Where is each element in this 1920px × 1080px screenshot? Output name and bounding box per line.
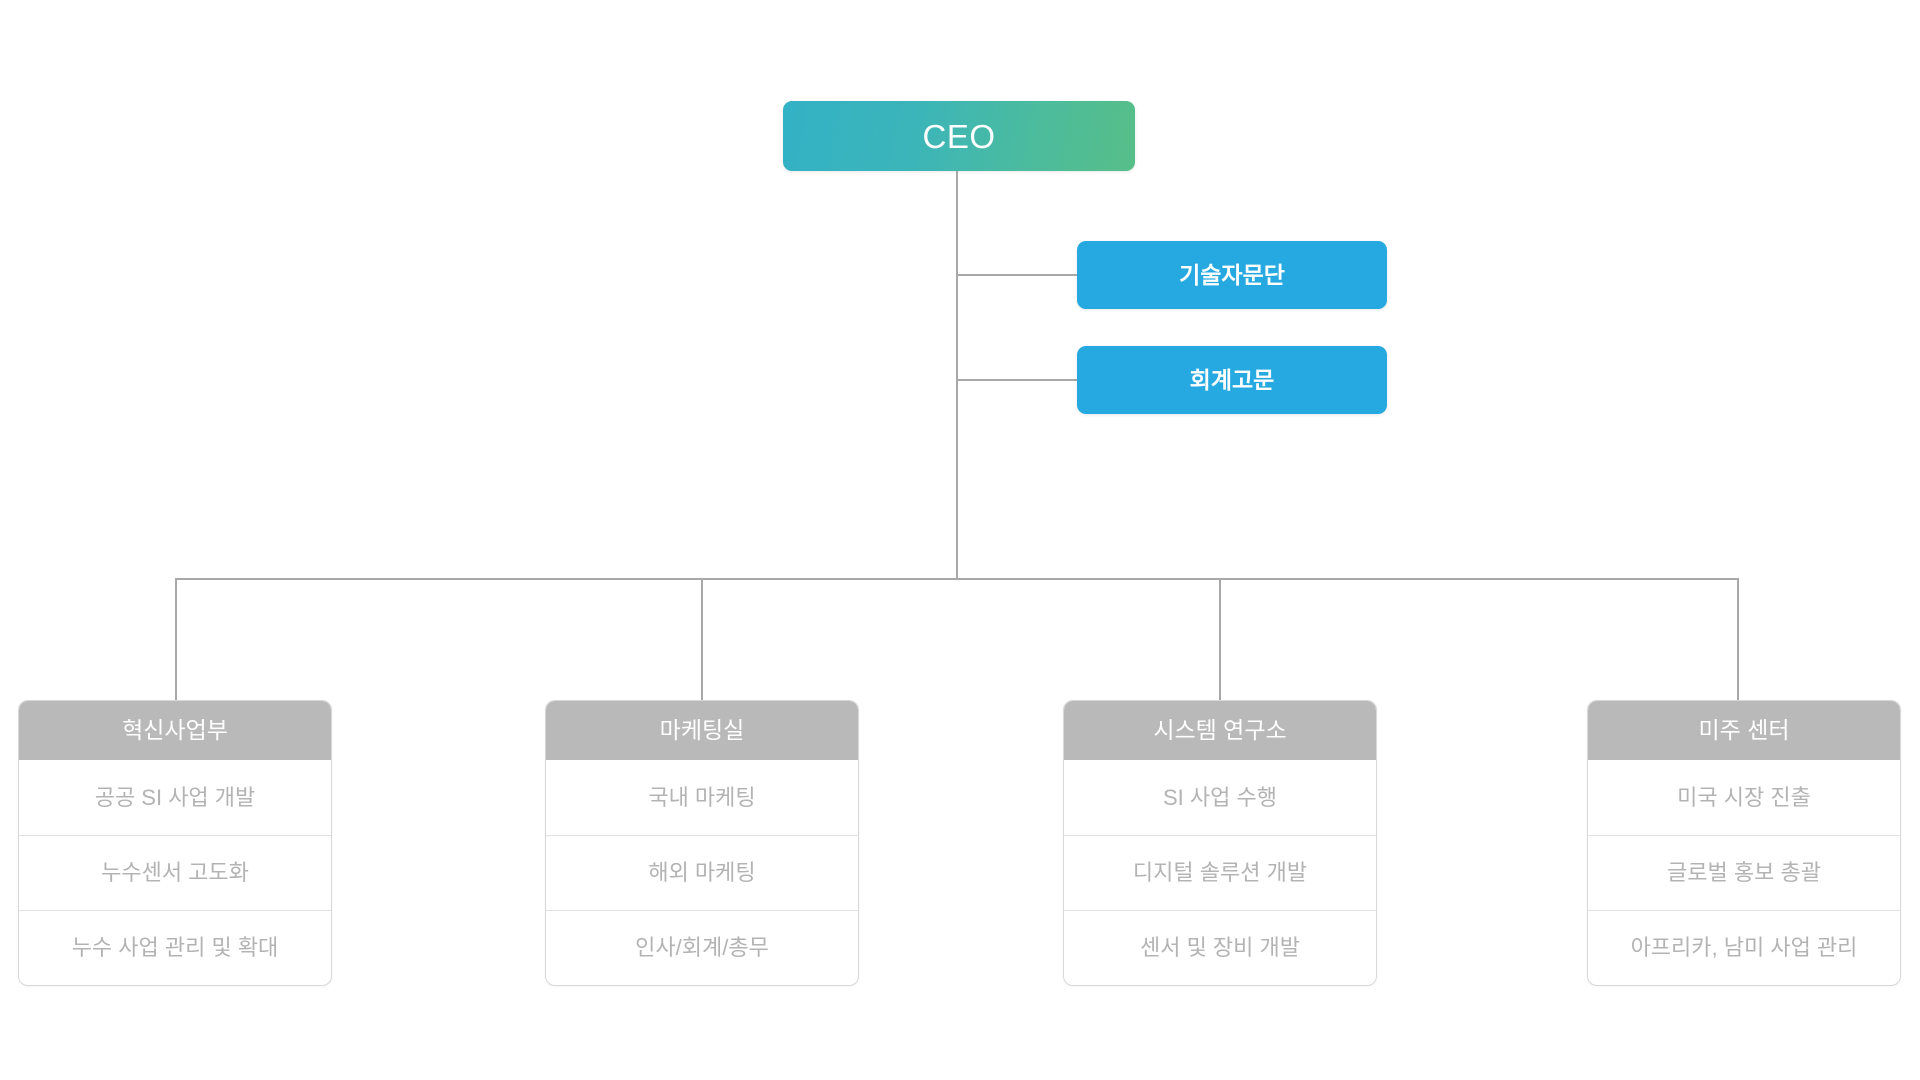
department-item-label: SI 사업 수행: [1163, 784, 1277, 810]
department-card-marketing-office[interactable]: 마케팅실 국내 마케팅 해외 마케팅 인사/회계/총무: [545, 700, 859, 986]
department-item[interactable]: SI 사업 수행: [1064, 760, 1376, 835]
department-item-label: 국내 마케팅: [648, 784, 756, 810]
department-item-label: 해외 마케팅: [648, 860, 756, 885]
connector-ceo-spine: [956, 171, 958, 579]
node-tech-advisory-label: 기술자문단: [1179, 261, 1285, 288]
department-header-label: 시스템 연구소: [1153, 717, 1287, 743]
department-card-systems-research-institute[interactable]: 시스템 연구소 SI 사업 수행 디지털 솔루션 개발 센서 및 장비 개발: [1063, 700, 1377, 986]
department-item[interactable]: 해외 마케팅: [546, 835, 858, 910]
node-ceo-label: CEO: [922, 117, 996, 155]
department-item[interactable]: 국내 마케팅: [546, 760, 858, 835]
department-item[interactable]: 공공 SI 사업 개발: [19, 760, 331, 835]
department-item[interactable]: 누수 사업 관리 및 확대: [19, 910, 331, 985]
department-item-list: 국내 마케팅 해외 마케팅 인사/회계/총무: [546, 760, 858, 985]
department-item-list: 미국 시장 진출 글로벌 홍보 총괄 아프리카, 남미 사업 관리: [1588, 760, 1900, 985]
connector-drop-marketing-office: [701, 578, 703, 700]
department-header-systems-research-institute: 시스템 연구소: [1064, 701, 1376, 760]
department-item-label: 센서 및 장비 개발: [1139, 935, 1301, 960]
department-item-label: 누수센서 고도화: [101, 860, 249, 885]
department-item-label: 글로벌 홍보 총괄: [1667, 860, 1821, 885]
node-accounting-advisor[interactable]: 회계고문: [1077, 346, 1387, 414]
department-card-innovation-division[interactable]: 혁신사업부 공공 SI 사업 개발 누수센서 고도화 누수 사업 관리 및 확대: [18, 700, 332, 986]
connector-ceo-to-tech-advisory: [956, 274, 1077, 276]
department-item[interactable]: 글로벌 홍보 총괄: [1588, 835, 1900, 910]
department-item[interactable]: 누수센서 고도화: [19, 835, 331, 910]
department-header-marketing-office: 마케팅실: [546, 701, 858, 760]
department-header-label: 미주 센터: [1698, 717, 1790, 743]
department-item-label: 누수 사업 관리 및 확대: [71, 935, 279, 960]
department-item-label: 아프리카, 남미 사업 관리: [1630, 935, 1858, 960]
connector-drop-systems-research-institute: [1219, 578, 1221, 700]
connector-drop-innovation-division: [175, 578, 177, 700]
department-item-label: 공공 SI 사업 개발: [94, 784, 256, 810]
connector-department-bus: [175, 578, 1739, 580]
connector-ceo-to-accounting-advisor: [956, 379, 1077, 381]
department-header-americas-center: 미주 센터: [1588, 701, 1900, 760]
department-header-label: 마케팅실: [659, 717, 745, 743]
department-item[interactable]: 미국 시장 진출: [1588, 760, 1900, 835]
department-card-americas-center[interactable]: 미주 센터 미국 시장 진출 글로벌 홍보 총괄 아프리카, 남미 사업 관리: [1587, 700, 1901, 986]
department-item-label: 인사/회계/총무: [635, 935, 769, 960]
department-item[interactable]: 아프리카, 남미 사업 관리: [1588, 910, 1900, 985]
node-accounting-advisor-label: 회계고문: [1189, 366, 1275, 393]
node-tech-advisory[interactable]: 기술자문단: [1077, 241, 1387, 309]
department-item[interactable]: 디지털 솔루션 개발: [1064, 835, 1376, 910]
department-item-label: 미국 시장 진출: [1677, 784, 1811, 810]
connector-drop-americas-center: [1737, 578, 1739, 700]
department-item-list: SI 사업 수행 디지털 솔루션 개발 센서 및 장비 개발: [1064, 760, 1376, 985]
department-item[interactable]: 센서 및 장비 개발: [1064, 910, 1376, 985]
department-header-label: 혁신사업부: [122, 717, 228, 743]
node-ceo[interactable]: CEO: [783, 101, 1135, 171]
department-item[interactable]: 인사/회계/총무: [546, 910, 858, 985]
department-item-label: 디지털 솔루션 개발: [1132, 860, 1308, 885]
department-header-innovation-division: 혁신사업부: [19, 701, 331, 760]
department-item-list: 공공 SI 사업 개발 누수센서 고도화 누수 사업 관리 및 확대: [19, 760, 331, 985]
